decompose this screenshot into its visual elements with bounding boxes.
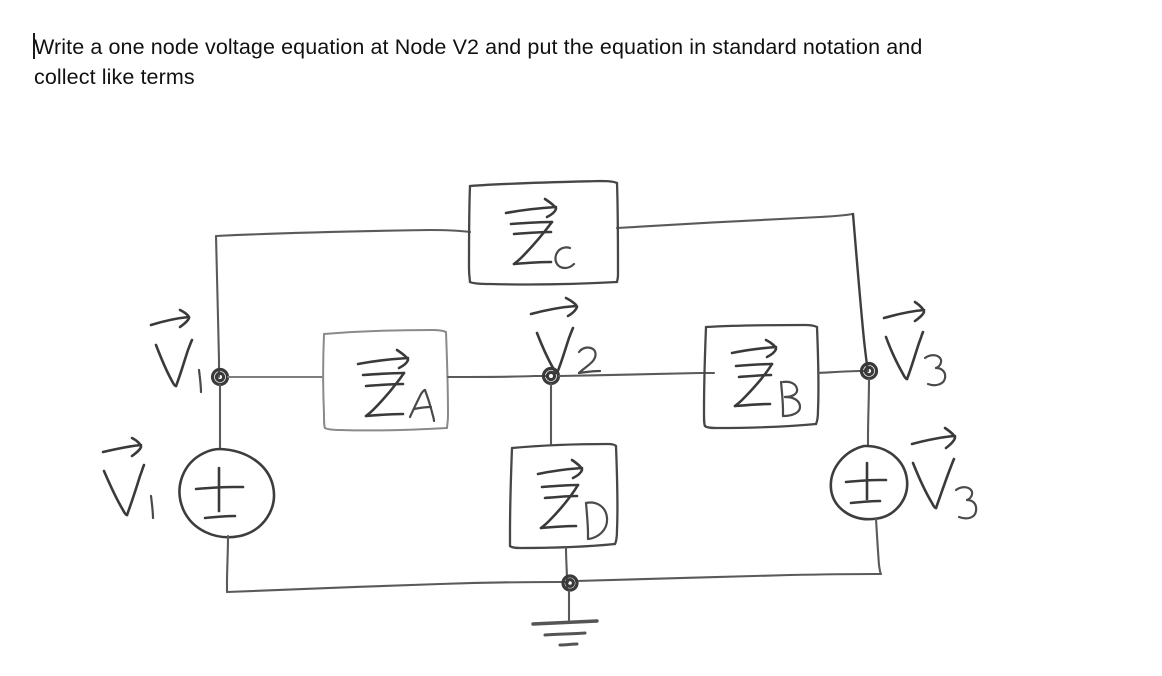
voltage-source-1 bbox=[178, 447, 276, 539]
node-label-v2 bbox=[529, 296, 602, 375]
wire-top-left-horizontal bbox=[214, 228, 472, 238]
prompt-text-block: Write a one node voltage equation at Nod… bbox=[34, 32, 1134, 92]
prompt-line-1: Write a one node voltage equation at Nod… bbox=[34, 35, 923, 59]
source-label-v3 bbox=[910, 426, 978, 520]
wire-bottom-rail-right bbox=[574, 572, 883, 583]
prompt-line-2: collect like terms bbox=[34, 65, 195, 89]
impedance-label-zd bbox=[536, 458, 609, 541]
impedance-box-za bbox=[322, 329, 449, 432]
impedance-box-zb bbox=[702, 323, 820, 430]
wire-bottom-rail-left bbox=[225, 580, 570, 594]
wire-v2-to-zb bbox=[557, 371, 716, 378]
wire-source1-to-bottom bbox=[225, 534, 230, 594]
source-label-v1 bbox=[101, 436, 155, 520]
impedance-label-za bbox=[356, 348, 436, 423]
voltage-source-3 bbox=[829, 444, 909, 521]
wire-source3-to-bottom bbox=[874, 517, 883, 576]
text-cursor-caret bbox=[33, 33, 35, 59]
ground-symbol bbox=[531, 589, 599, 647]
node-label-v1 bbox=[149, 308, 203, 394]
wire-left-vertical-v1 bbox=[214, 234, 221, 379]
wire-top-right-horizontal bbox=[615, 212, 855, 230]
wire-right-vertical-top bbox=[851, 212, 870, 373]
node-label-v3 bbox=[882, 300, 947, 387]
impedance-label-zc bbox=[504, 197, 576, 270]
impedance-label-zb bbox=[730, 338, 802, 418]
node-dot-ground bbox=[561, 574, 579, 592]
impedance-box-zc bbox=[467, 179, 620, 286]
wire-v3-to-source3 bbox=[866, 377, 871, 448]
impedance-box-zd bbox=[508, 442, 619, 550]
wire-za-to-v2 bbox=[446, 374, 548, 379]
